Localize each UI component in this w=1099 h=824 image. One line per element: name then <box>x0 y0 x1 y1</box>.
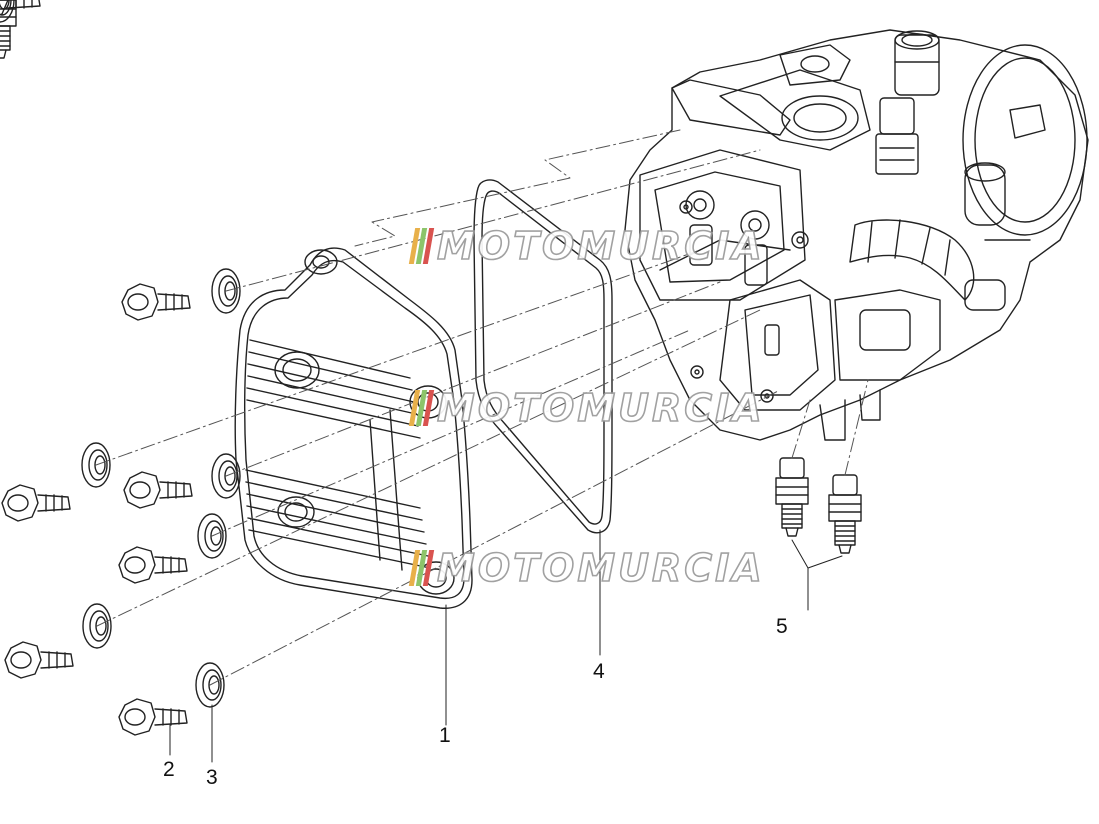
callout-2: 2 <box>163 758 175 781</box>
leader-lines <box>169 529 843 763</box>
watermark-flag-icon <box>408 228 435 264</box>
watermark-flag-icon <box>408 550 435 586</box>
watermark-text: MOTOMURCIA <box>436 223 765 269</box>
temperature-sensor <box>0 0 862 554</box>
callout-1: 1 <box>439 724 451 747</box>
valve-cover-gasket <box>473 179 613 534</box>
watermark: MOTOMURCIA <box>408 385 765 431</box>
sealing-washer <box>0 0 241 708</box>
watermark-text: MOTOMURCIA <box>436 545 765 591</box>
callout-5: 5 <box>776 615 788 638</box>
alignment-lines <box>95 129 869 686</box>
callout-3: 3 <box>206 766 218 789</box>
watermark-text: MOTOMURCIA <box>436 385 765 431</box>
watermark-flag-icon <box>408 390 435 426</box>
watermark: MOTOMURCIA <box>408 223 765 269</box>
watermark: MOTOMURCIA <box>408 545 765 591</box>
cylinder-head-assembly <box>624 29 1089 441</box>
valve-cover <box>234 247 473 609</box>
callout-4: 4 <box>593 660 605 683</box>
